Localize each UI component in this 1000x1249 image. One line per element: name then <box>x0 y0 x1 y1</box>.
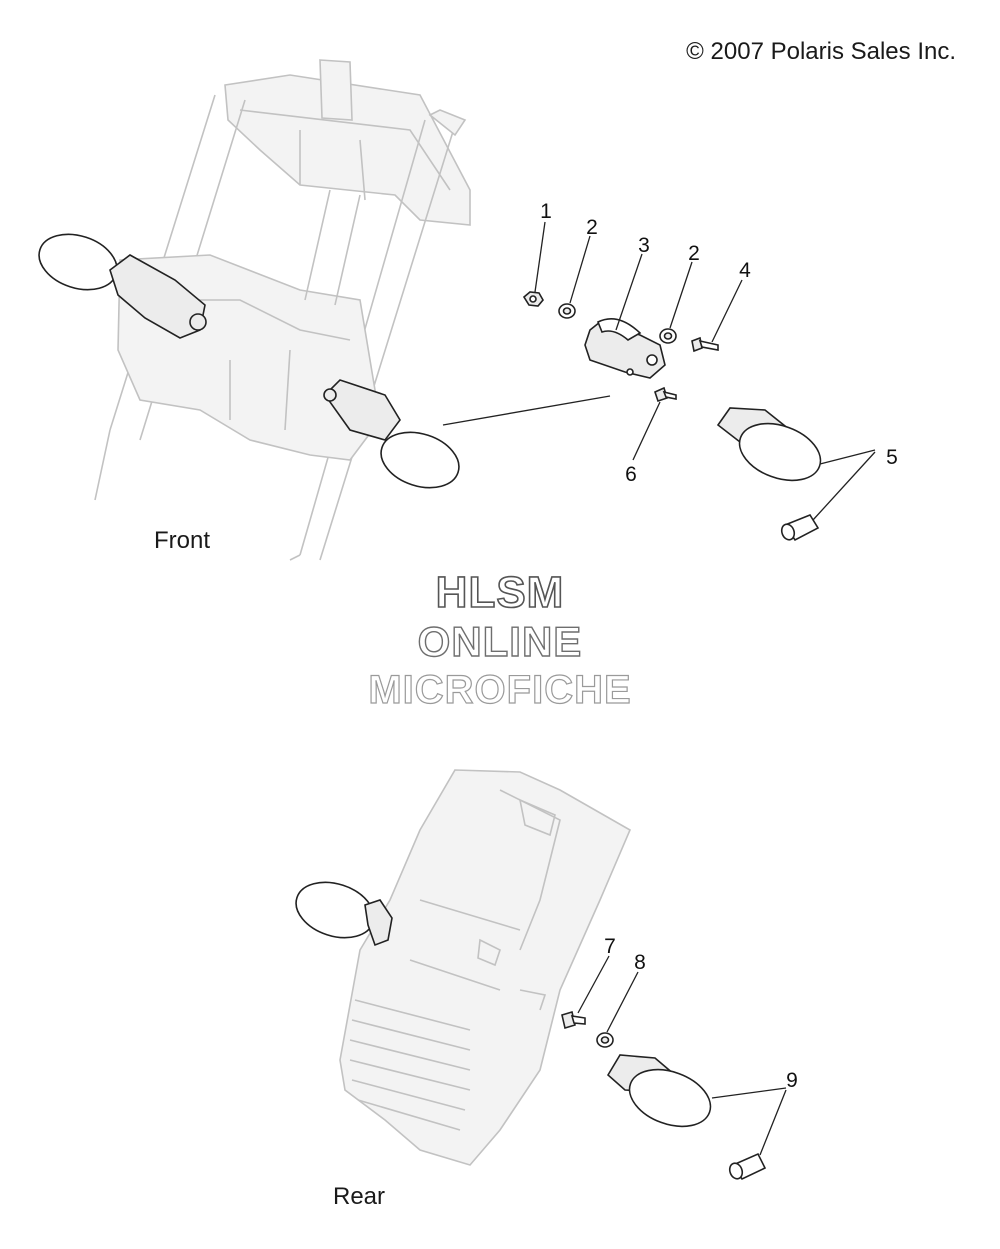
callout-numbers: 1 2 3 2 4 5 6 7 8 9 <box>540 200 898 1092</box>
callout-1: 1 <box>540 200 552 223</box>
callout-5: 5 <box>886 446 898 469</box>
rear-exploded-parts <box>561 1010 767 1181</box>
callout-6: 6 <box>625 463 637 486</box>
watermark-line-3: MICROFICHE <box>368 667 632 712</box>
copyright-notice: © 2007 Polaris Sales Inc. <box>686 38 956 65</box>
callout-2b: 2 <box>688 242 700 265</box>
front-exploded-parts <box>522 291 822 542</box>
rear-left-turn-signal <box>295 881 393 947</box>
front-left-turn-signal <box>38 233 207 339</box>
front-view-label: Front <box>154 527 211 554</box>
callout-8: 8 <box>634 951 646 974</box>
rear-fender-assembly-outline <box>339 769 632 1166</box>
watermark-line-2: ONLINE <box>417 617 583 665</box>
callout-9: 9 <box>786 1069 798 1092</box>
callout-3: 3 <box>638 234 650 257</box>
leader-lines <box>534 221 876 1156</box>
callout-2a: 2 <box>586 216 598 239</box>
callout-4: 4 <box>739 259 751 282</box>
callout-7: 7 <box>604 935 616 958</box>
front-right-turn-signal <box>323 379 460 489</box>
rear-view-label: Rear <box>333 1183 386 1210</box>
watermark-line-1: HLSM <box>435 567 565 618</box>
